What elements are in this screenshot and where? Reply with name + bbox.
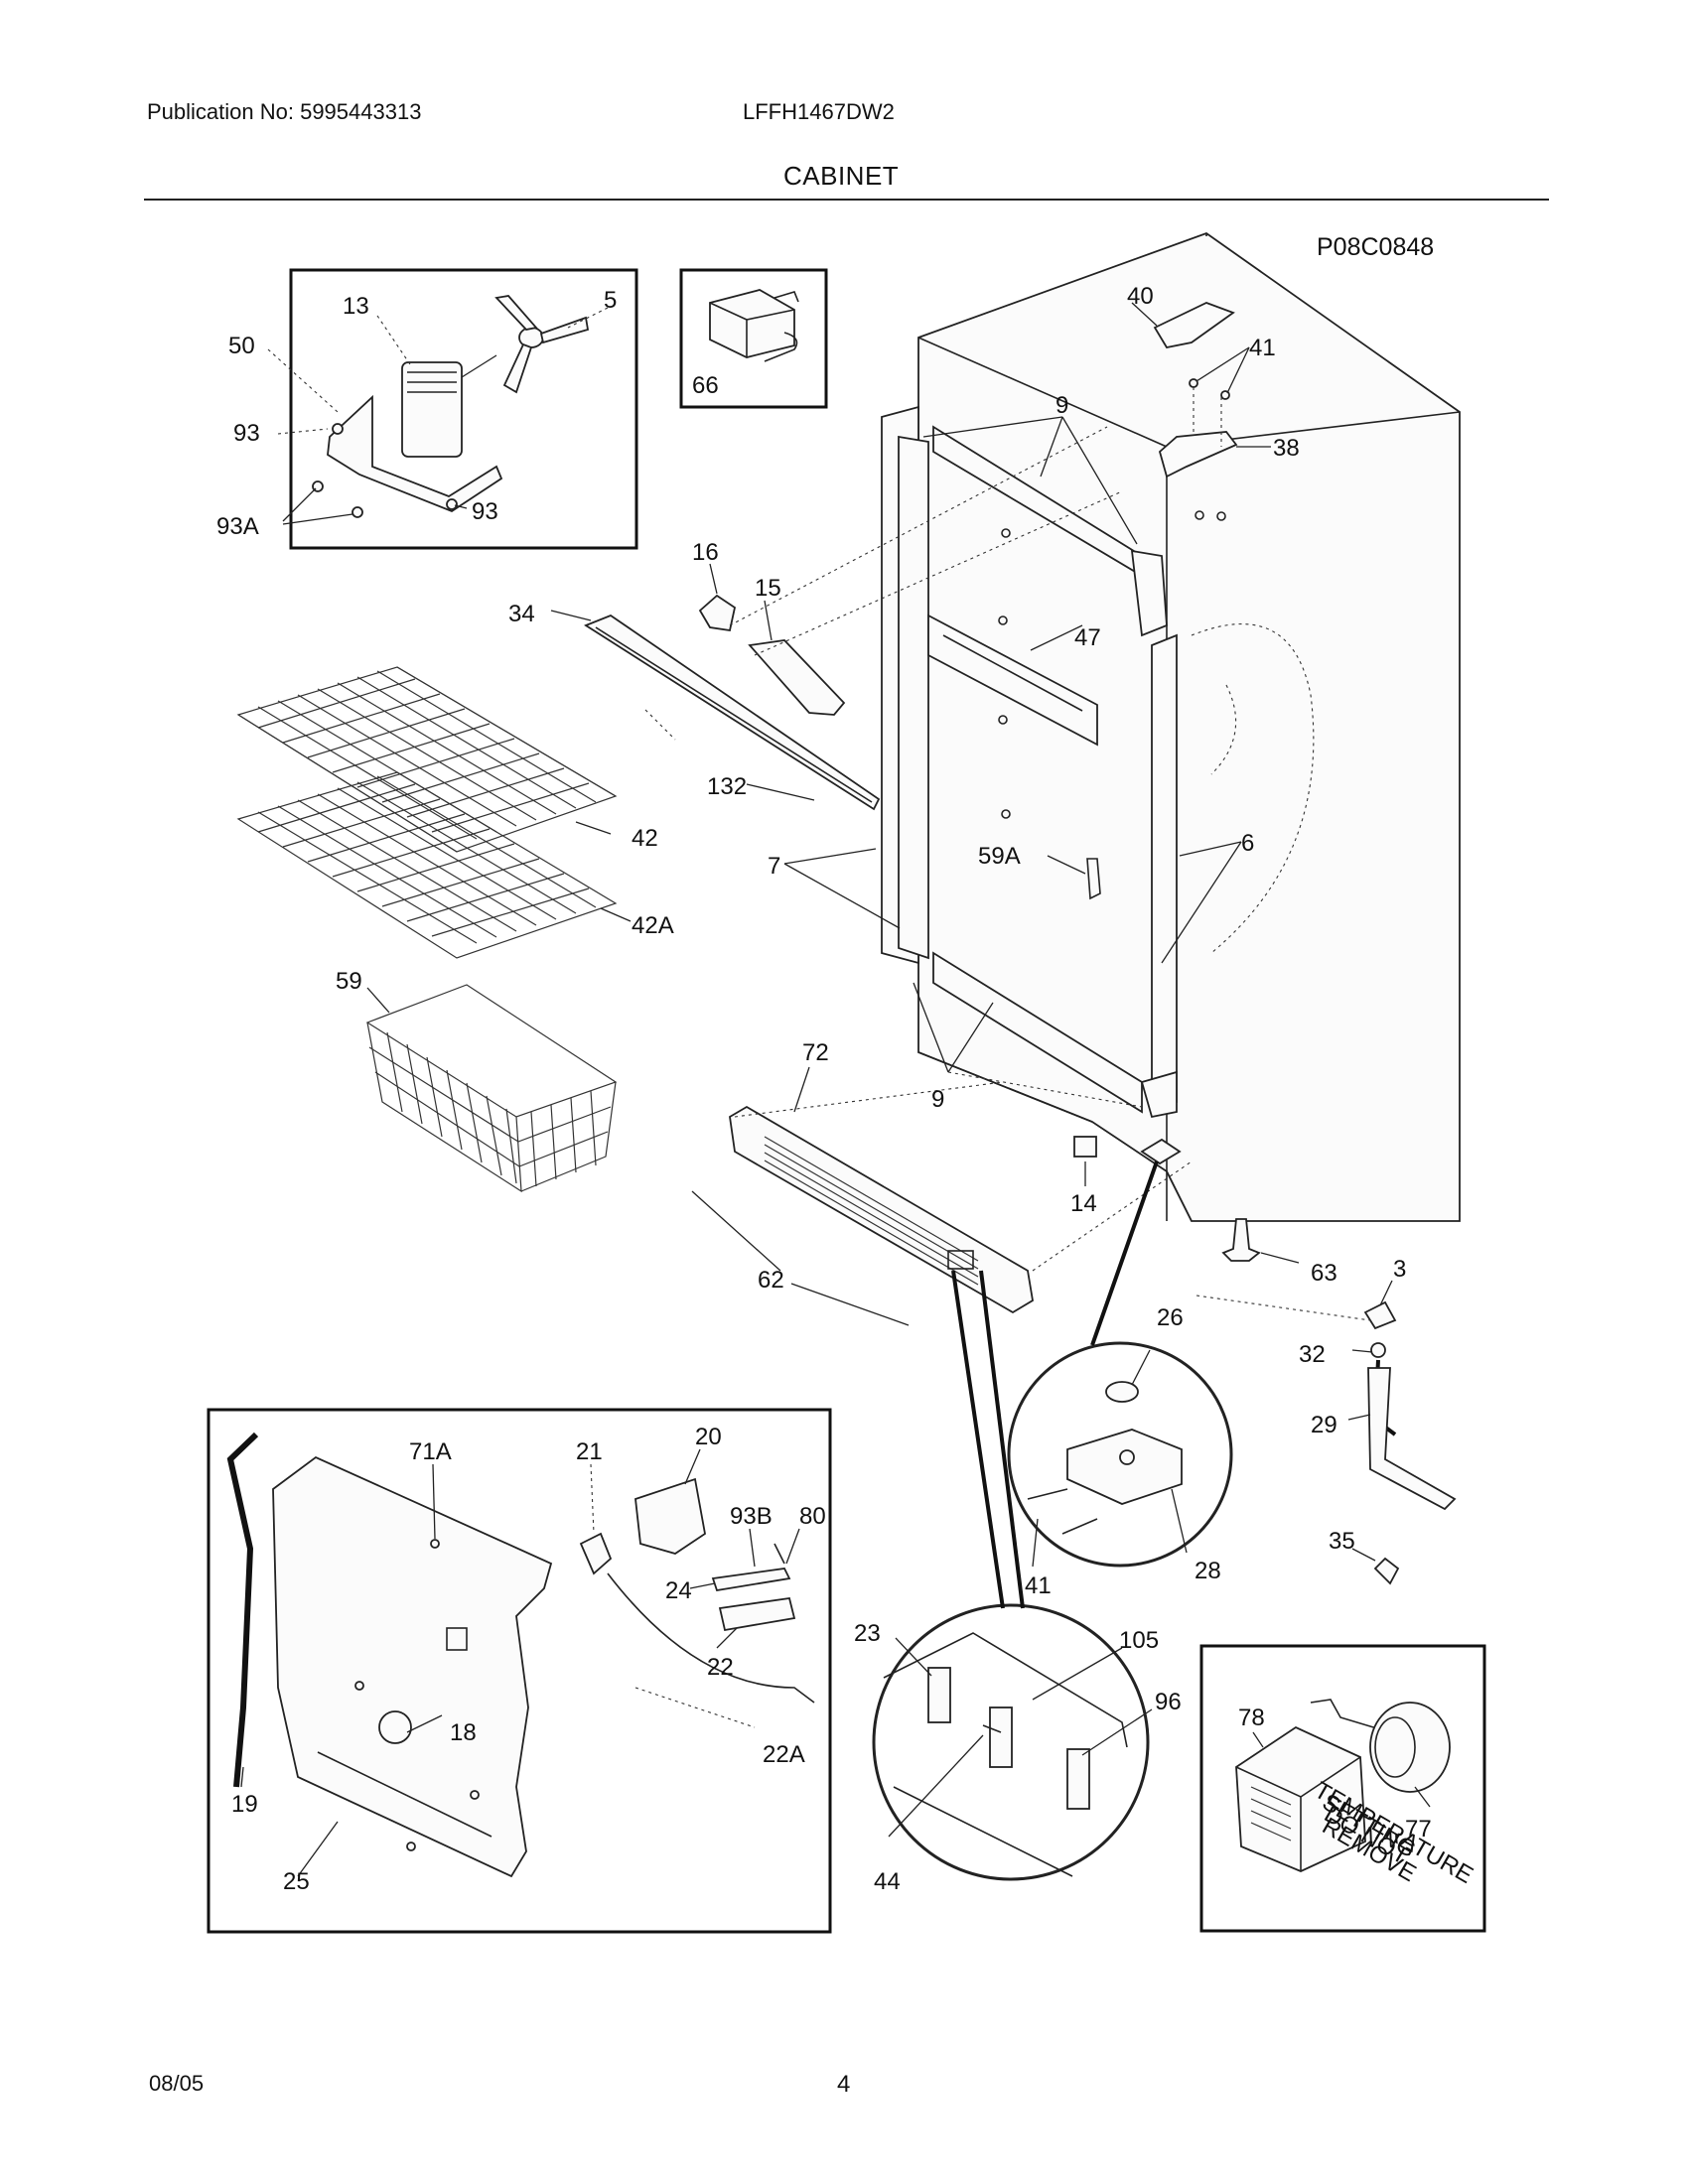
callout-42: 42	[632, 825, 658, 852]
callout-132: 132	[707, 773, 747, 800]
drain-trough	[550, 426, 1123, 811]
callout-29: 29	[1311, 1412, 1337, 1438]
fan-motor-inset	[267, 268, 638, 550]
callout-80: 80	[799, 1503, 826, 1530]
callout-44: 44	[874, 1868, 901, 1895]
callout-96: 96	[1155, 1689, 1182, 1715]
callout-20: 20	[695, 1424, 722, 1450]
figure-code: P08C0848	[1317, 233, 1435, 261]
callout-34: 34	[508, 601, 535, 627]
door-switch-bracket	[1073, 1136, 1182, 1186]
callout-47: 47	[1074, 624, 1101, 651]
footer-date: 08/05	[149, 2071, 205, 2096]
control-panel-detail	[872, 1270, 1153, 1881]
door-handle-parts	[1196, 1280, 1457, 1585]
rear-panel-inset	[207, 1408, 832, 1934]
callout-93A: 93A	[216, 513, 259, 540]
callout-62: 62	[758, 1267, 784, 1294]
bottom-hinge-detail	[1007, 1160, 1233, 1568]
callout-42A: 42A	[632, 912, 674, 939]
callout-38: 38	[1273, 435, 1300, 462]
kickplate-grille	[691, 1066, 1193, 1326]
relay-inset	[679, 268, 828, 409]
callout-9-top: 9	[1055, 392, 1068, 419]
top-hinge-assembly	[1131, 302, 1271, 478]
callout-77: 77	[1405, 1816, 1432, 1843]
callout-41-top: 41	[1249, 335, 1276, 361]
callout-3: 3	[1393, 1256, 1406, 1283]
callout-72: 72	[802, 1039, 829, 1066]
callout-59: 59	[336, 968, 362, 995]
page-number: 4	[837, 2071, 851, 2098]
callout-9-bottom: 9	[931, 1086, 944, 1113]
callout-93-left: 93	[233, 420, 260, 447]
callout-24: 24	[665, 1577, 692, 1604]
callout-105: 105	[1119, 1627, 1159, 1654]
callout-50: 50	[228, 333, 255, 359]
callout-71A: 71A	[409, 1438, 452, 1465]
callout-25: 25	[283, 1868, 310, 1895]
cabinet-leaders	[783, 416, 1242, 1108]
callout-93-right: 93	[472, 498, 498, 525]
callout-66: 66	[692, 372, 719, 399]
freezer-cabinet	[881, 231, 1461, 1222]
callout-6: 6	[1241, 830, 1254, 857]
callout-40: 40	[1127, 283, 1154, 310]
callout-35: 35	[1329, 1528, 1355, 1555]
callout-23: 23	[854, 1620, 881, 1647]
callout-93B: 93B	[730, 1503, 773, 1530]
callout-78: 78	[1238, 1705, 1265, 1731]
callout-16: 16	[692, 539, 719, 566]
model-number: LFFH1467DW2	[743, 99, 895, 124]
wire-basket	[365, 984, 618, 1193]
callout-13: 13	[343, 293, 369, 320]
header-rule	[144, 199, 1549, 201]
callout-19: 19	[231, 1791, 258, 1818]
callout-labels: 13 5 50 93 93 93A 66 40 41 38 9 9 16 15 …	[216, 283, 1432, 1895]
callout-26: 26	[1157, 1304, 1184, 1331]
callout-28: 28	[1195, 1558, 1221, 1584]
callout-22A: 22A	[763, 1741, 805, 1768]
callout-32: 32	[1299, 1341, 1326, 1368]
leveling-leg	[1221, 1218, 1300, 1264]
callout-41-bottom: 41	[1025, 1572, 1052, 1599]
wire-shelves	[236, 666, 632, 959]
callout-22: 22	[707, 1654, 734, 1681]
section-title: CABINET	[783, 161, 900, 191]
callout-21: 21	[576, 1438, 603, 1465]
callout-63: 63	[1311, 1260, 1337, 1287]
callout-14: 14	[1070, 1190, 1097, 1217]
callout-18: 18	[450, 1719, 477, 1746]
callout-59A: 59A	[978, 843, 1021, 870]
callout-15: 15	[755, 575, 781, 602]
publication-number: Publication No: 5995443313	[147, 99, 422, 124]
thermostat-inset: TEMPERATURE SETTING DO NOT REMOVE	[1199, 1644, 1486, 1933]
callout-7: 7	[768, 853, 780, 880]
callout-5: 5	[604, 287, 617, 314]
